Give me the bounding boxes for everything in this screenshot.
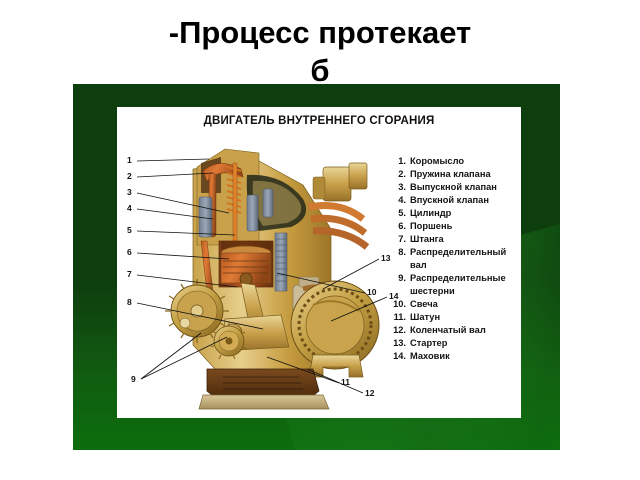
legend-label: Пружина клапана bbox=[410, 169, 491, 179]
legend-number: 11. bbox=[393, 312, 406, 322]
callout-7: 7 bbox=[127, 269, 132, 279]
legend-number bbox=[389, 259, 406, 272]
callout-12: 12 bbox=[365, 388, 375, 398]
legend-item-continuation: вал bbox=[389, 259, 519, 272]
legend-label: Распределительные bbox=[410, 273, 506, 283]
legend-label: Шатун bbox=[410, 312, 441, 322]
legend-label: шестерни bbox=[410, 286, 455, 296]
legend-number: 14. bbox=[393, 351, 406, 361]
legend-label: Штанга bbox=[410, 234, 444, 244]
legend-item: 9. Распределительные bbox=[389, 272, 519, 285]
callout-6: 6 bbox=[127, 247, 132, 257]
callout-10: 10 bbox=[367, 287, 377, 297]
slide-title: -Процесс протекает б bbox=[168, 15, 472, 88]
callout-1: 1 bbox=[127, 155, 132, 165]
callout-8: 8 bbox=[127, 297, 132, 307]
legend-item: 10. Свеча bbox=[389, 298, 519, 311]
legend-number: 4. bbox=[398, 195, 406, 205]
legend-item: 14. Маховик bbox=[389, 350, 519, 363]
figure-title: ДВИГАТЕЛЬ ВНУТРЕННЕГО СГОРАНИЯ bbox=[203, 115, 435, 127]
callout-11: 11 bbox=[341, 377, 350, 387]
legend-number: 5. bbox=[398, 208, 406, 218]
legend-label: Маховик bbox=[410, 351, 450, 361]
legend-item: 3. Выпускной клапан bbox=[389, 181, 519, 194]
engine-cutaway-illustration bbox=[163, 133, 383, 411]
callout-4: 4 bbox=[127, 203, 132, 213]
parts-legend-list: 1. Коромысло 2. Пружина клапана 3. Выпус… bbox=[389, 155, 519, 363]
legend-item: 2. Пружина клапана bbox=[389, 168, 519, 181]
engine-figure-panel: ДВИГАТЕЛЬ ВНУТРЕННЕГО СГОРАНИЯ bbox=[117, 107, 521, 418]
legend-item-continuation: шестерни bbox=[389, 285, 519, 298]
legend-number: 13. bbox=[393, 338, 406, 348]
legend-label: Поршень bbox=[410, 221, 453, 231]
legend-label: Коленчатый вал bbox=[410, 325, 486, 335]
callout-5: 5 bbox=[127, 225, 132, 235]
legend-number: 3. bbox=[398, 182, 406, 192]
legend-number: 12. bbox=[393, 325, 406, 335]
legend-item: 1. Коромысло bbox=[389, 155, 519, 168]
callout-3: 3 bbox=[127, 187, 132, 197]
legend-item: 12. Коленчатый вал bbox=[389, 324, 519, 337]
legend-item: 5. Цилиндр bbox=[389, 207, 519, 220]
legend-number: 10. bbox=[393, 299, 406, 309]
legend-number: 6. bbox=[398, 221, 406, 231]
legend-item: 4. Впускной клапан bbox=[389, 194, 519, 207]
callout-9: 9 bbox=[131, 374, 136, 384]
legend-item: 6. Поршень bbox=[389, 220, 519, 233]
legend-label: Стартер bbox=[410, 338, 448, 348]
legend-label: Свеча bbox=[410, 299, 438, 309]
callout-2: 2 bbox=[127, 171, 132, 181]
legend-number: 7. bbox=[398, 234, 406, 244]
legend-number: 1. bbox=[398, 156, 406, 166]
legend-label: Коромысло bbox=[410, 156, 465, 166]
legend-label: Впускной клапан bbox=[410, 195, 489, 205]
legend-label: вал bbox=[410, 260, 427, 270]
legend-number bbox=[389, 285, 406, 298]
legend-number: 2. bbox=[398, 169, 406, 179]
legend-item: 7. Штанга bbox=[389, 233, 519, 246]
legend-item: 8. Распределительный bbox=[389, 246, 519, 259]
legend-item: 11. Шатун bbox=[389, 311, 519, 324]
legend-label: Выпускной клапан bbox=[410, 182, 497, 192]
legend-number: 9. bbox=[398, 273, 406, 283]
legend-item: 13. Стартер bbox=[389, 337, 519, 350]
legend-number: 8. bbox=[398, 247, 406, 257]
legend-label: Цилиндр bbox=[410, 208, 452, 218]
green-content-panel: ДВИГАТЕЛЬ ВНУТРЕННЕГО СГОРАНИЯ bbox=[73, 84, 560, 450]
legend-label: Распределительный bbox=[410, 247, 507, 257]
